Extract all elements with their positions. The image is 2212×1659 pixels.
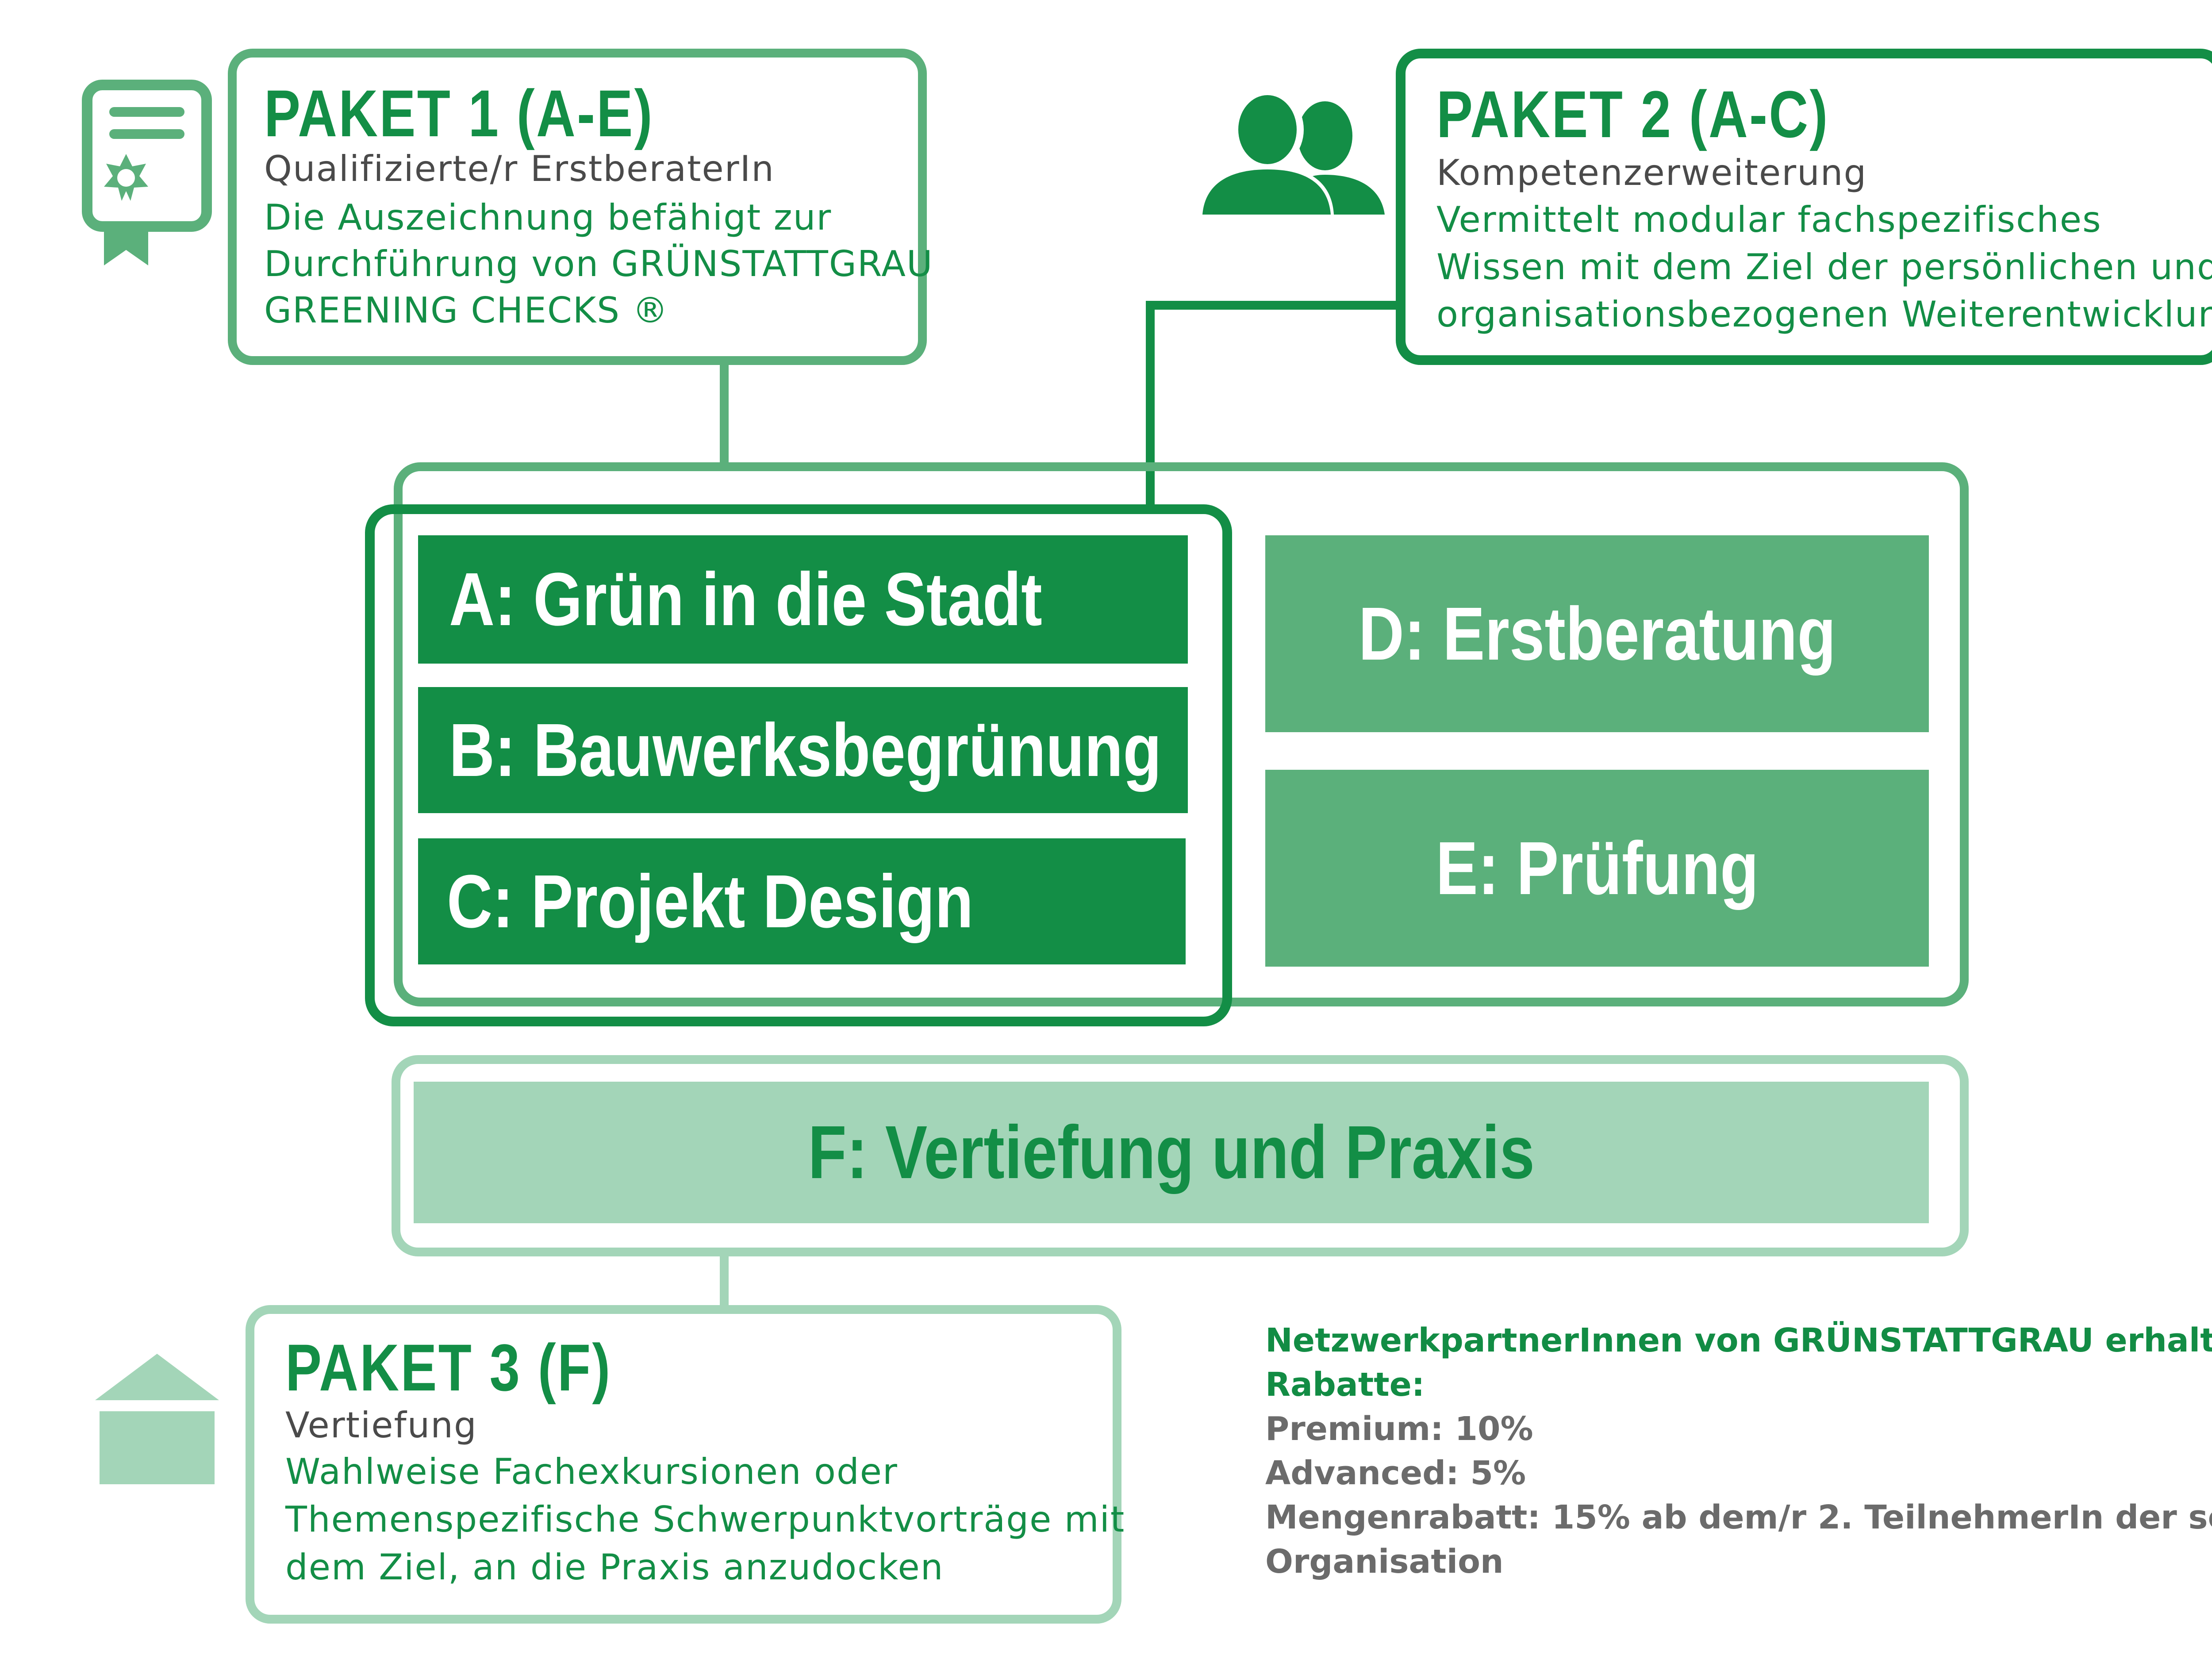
connector-paket1 [720,358,729,469]
module-e-label: E: Prüfung [1436,826,1759,910]
module-f: F: Vertiefung und Praxis [414,1082,1929,1223]
paket2-box: PAKET 2 (A-C) Kompetenzerweiterung Vermi… [1396,49,2212,365]
module-f-label: F: Vertiefung und Praxis [808,1110,1535,1194]
frame-modules-a-e [394,462,1969,1006]
paket2-description-line1: Vermittelt modular fachspezifisches [1436,199,2102,240]
paket1-description-line3: GREENING CHECKS ® [264,290,669,331]
module-b: B: Bauwerksbegrünung [418,687,1188,813]
paket1-description-line2: Durchführung von GRÜNSTATTGRAU [264,243,933,284]
paket3-description-line3: dem Ziel, an die Praxis anzudocken [285,1547,944,1588]
rabatte-item-premium: Premium: 10% [1265,1410,1533,1448]
certificate-icon [82,80,215,265]
rabatte-item-advanced: Advanced: 5% [1265,1454,1526,1492]
paket3-description-line2: Themenspezifische Schwerpunktvorträge mi… [285,1499,1125,1540]
frame-module-f [392,1055,1969,1256]
paket1-box: PAKET 1 (A-E) Qualifizierte/r Erstberate… [228,49,933,365]
module-c: C: Projekt Design [418,838,1186,964]
rabatte-item-mengenrabatt: Mengenrabatt: 15% ab dem/r 2. Teilnehmer… [1265,1498,2212,1536]
people-icon [1199,90,1385,215]
module-d-label: D: Erstberatung [1358,591,1836,676]
module-a: A: Grün in die Stadt [418,535,1188,664]
module-e: E: Prüfung [1265,770,1929,967]
connector-paket3 [720,1256,729,1318]
rabatte-heading-line2: Rabatte: [1265,1366,1425,1404]
rabatte-item-mengenrabatt-cont: Organisation [1265,1543,1504,1581]
paket1-subtitle: Qualifizierte/r ErstberaterIn [264,148,775,189]
module-d: D: Erstberatung [1265,535,1929,732]
module-a-label: A: Grün in die Stadt [449,557,1042,641]
paket2-title: PAKET 2 (A-C) [1436,77,1829,151]
paket3-title: PAKET 3 (F) [285,1330,612,1405]
paket2-description-line2: Wissen mit dem Ziel der persönlichen und [1436,246,2212,288]
rabatte-heading-line1: NetzwerkpartnerInnen von GRÜNSTATTGRAU e… [1265,1321,2212,1359]
connector-paket2-horizontal [1146,301,1402,310]
paket2-subtitle: Kompetenzerweiterung [1436,152,1867,193]
paket3-box: PAKET 3 (F) Vertiefung Wahlweise Fachexk… [246,1305,1124,1624]
paket1-title: PAKET 1 (A-E) [264,76,654,150]
paket1-description-line1: Die Auszeichnung befähigt zur [264,197,832,238]
house-icon [93,1352,221,1484]
module-b-label: B: Bauwerksbegrünung [449,708,1162,792]
paket3-description-line1: Wahlweise Fachexkursionen oder [285,1451,898,1492]
paket3-subtitle: Vertiefung [285,1405,477,1446]
module-c-label: C: Projekt Design [447,859,974,944]
rabatte-section: NetzwerkpartnerInnen von GRÜNSTATTGRAU e… [1265,1318,2212,1584]
paket2-description-line3: organisationsbezogenen Weiterentwicklung [1436,294,2212,335]
connector-paket2-vertical [1146,301,1155,513]
frame-modules-a-c [365,504,1232,1026]
